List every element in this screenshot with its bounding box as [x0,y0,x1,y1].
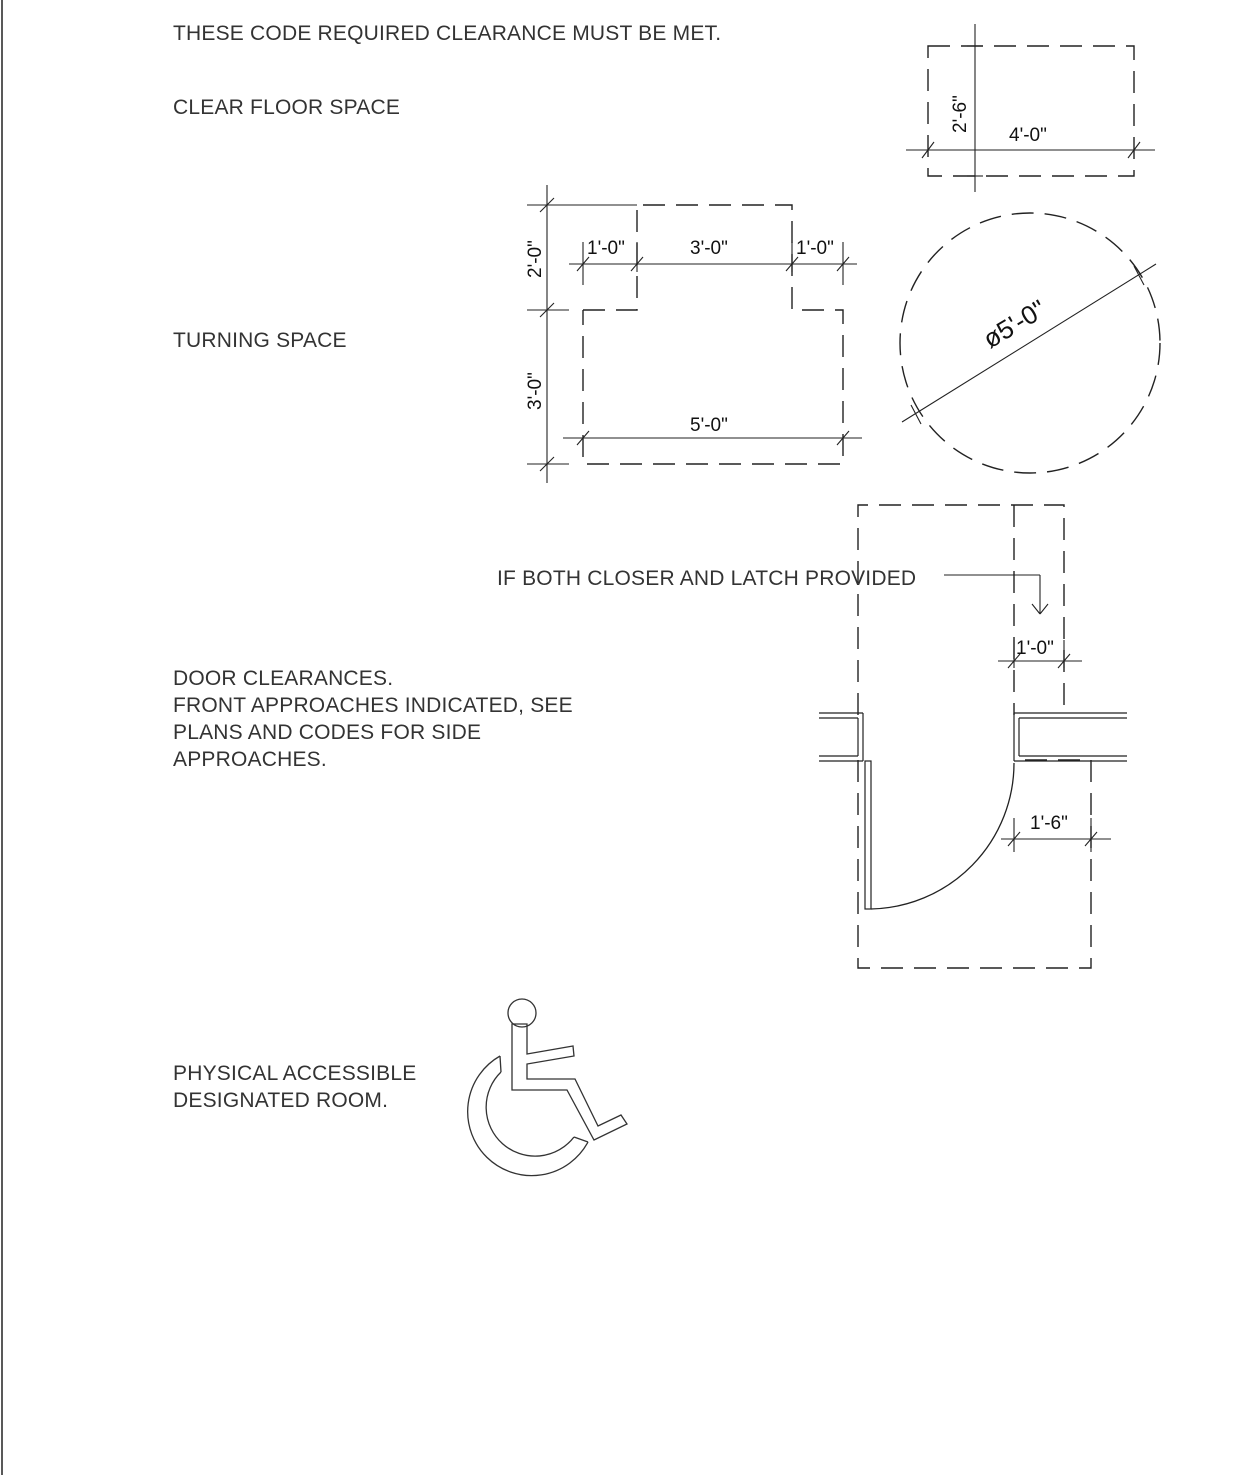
circular-turning-space-diagram: ø5'-0" [899,212,1161,474]
t-turning-space-diagram: 1'-0" 3'-0" 1'-0" 2'-0" 3'-0" 5'-0" [525,185,862,483]
latch-side-dimension: 1'-0" [1016,638,1054,659]
closer-latch-note: IF BOTH CLOSER AND LATCH PROVIDED [497,567,916,590]
header-note: THESE CODE REQUIRED CLEARANCE MUST BE ME… [173,22,721,45]
t-top-depth-dimension: 2'-0" [525,240,546,278]
clear-floor-space-label: CLEAR FLOOR SPACE [173,96,400,119]
door-clearances-line-1: DOOR CLEARANCES. [173,667,393,690]
door-clearance-diagram: IF BOTH CLOSER AND LATCH PROVIDED 1'-0" … [497,504,1127,969]
cfs-depth-dimension: 2'-6" [950,95,971,133]
cfs-width-dimension: 4'-0" [1009,125,1047,146]
wheelchair-icon [467,998,628,1177]
t-middle-dimension: 3'-0" [690,238,728,259]
circle-diameter-dimension: ø5'-0" [978,294,1051,355]
accessible-room-line-1: PHYSICAL ACCESSIBLE [173,1062,416,1085]
accessible-room-line-2: DESIGNATED ROOM. [173,1089,388,1112]
door-clearances-line-2: FRONT APPROACHES INDICATED, SEE [173,694,573,717]
t-left-dimension: 1'-0" [587,238,625,259]
t-width-dimension: 5'-0" [690,415,728,436]
push-side-dimension: 1'-6" [1030,813,1068,834]
t-right-dimension: 1'-0" [796,238,834,259]
t-bottom-depth-dimension: 3'-0" [525,372,546,410]
clear-floor-space-diagram: 2'-6" 4'-0" [906,24,1155,192]
door-clearances-line-3: PLANS AND CODES FOR SIDE [173,721,481,744]
turning-space-label: TURNING SPACE [173,329,347,352]
door-clearances-line-4: APPROACHES. [173,748,327,771]
